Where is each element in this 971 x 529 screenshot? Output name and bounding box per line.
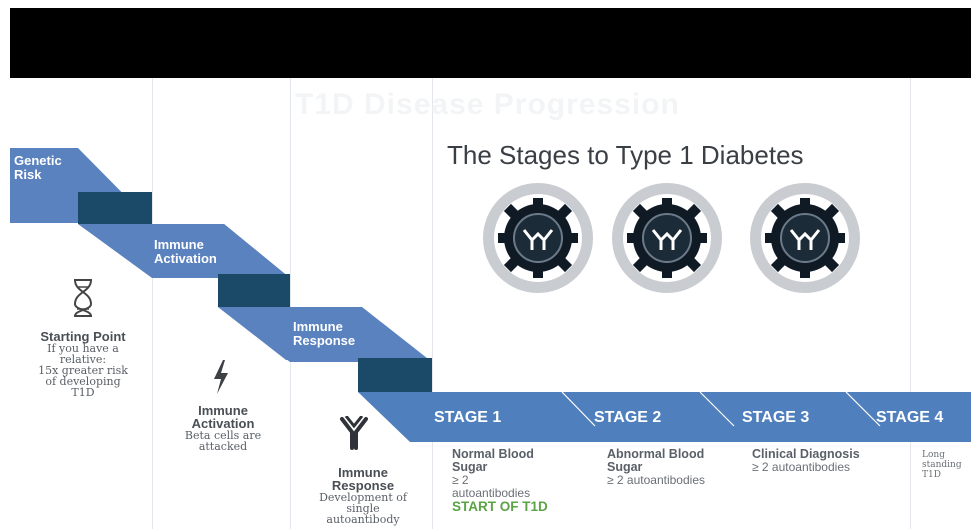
dna-icon (73, 279, 93, 317)
antibody-icon (340, 416, 368, 450)
column-divider (290, 78, 291, 529)
step-riser-3 (358, 358, 432, 392)
stage-label-4: STAGE 4 (876, 409, 944, 426)
immune-activation-text: Immune Activation Beta cells are attacke… (184, 403, 262, 453)
gear-antibody-icon (750, 183, 860, 293)
step-riser-1 (78, 192, 152, 224)
step-immune-response (218, 307, 432, 362)
top-black-bar (10, 8, 971, 78)
column-divider (432, 78, 433, 529)
stage-separator (561, 391, 596, 427)
immune-response-text: Immune Response Development of single au… (319, 465, 407, 526)
main-title: T1D Disease Progression (295, 88, 680, 121)
start-of-t1d-label: START OF T1D (452, 499, 548, 514)
stage-band (358, 392, 971, 442)
sub-title: The Stages to Type 1 Diabetes (447, 140, 804, 170)
step-immune-activation-band (78, 224, 290, 278)
stage-label-2: STAGE 2 (594, 409, 662, 426)
stage-4-description: Long standing T1D (922, 450, 962, 480)
starting-point-text: Starting Point If you have a relative: 1… (38, 329, 128, 399)
stage-label-1: STAGE 1 (434, 409, 502, 426)
diagram-canvas: T1D Disease Progression The Stages to Ty… (10, 78, 971, 529)
stage-2-description: Abnormal Blood Sugar ≥ 2 autoantibodies (607, 447, 705, 487)
stairs-graphic (10, 148, 971, 442)
stage-label-3: STAGE 3 (742, 409, 810, 426)
gear-antibody-icon (612, 183, 722, 293)
stage-separator (845, 391, 881, 427)
stage-separator (699, 391, 735, 427)
stage-3-description: Clinical Diagnosis ≥ 2 autoantibodies (752, 447, 860, 474)
column-divider (152, 78, 153, 529)
column-divider (910, 78, 911, 529)
stage-1-description: Normal Blood Sugar ≥ 2 autoantibodies ST… (452, 448, 592, 514)
lightning-icon (214, 360, 228, 394)
step-riser-2 (218, 274, 290, 307)
gear-antibody-icon (483, 183, 593, 293)
